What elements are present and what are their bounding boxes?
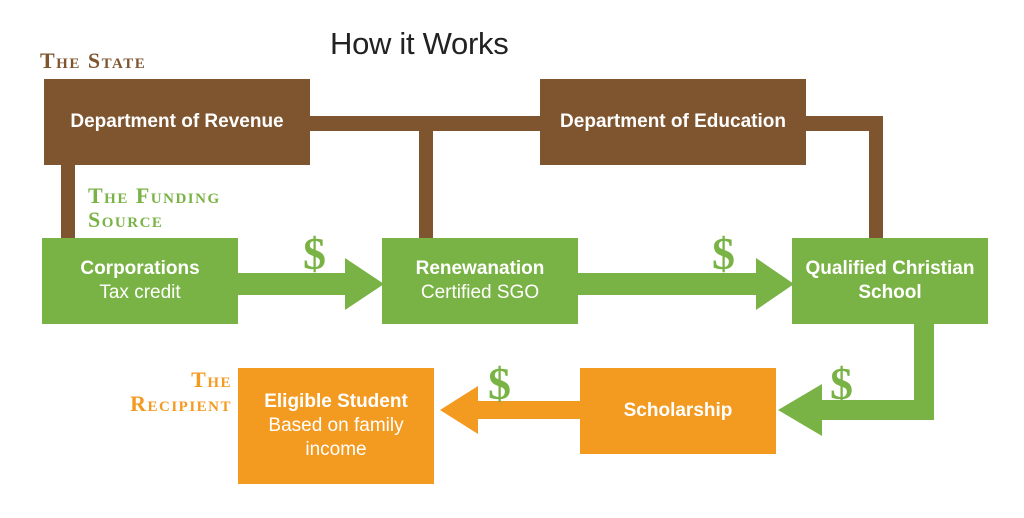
box-label: Eligible Student bbox=[264, 391, 408, 412]
dollar-icon: $ bbox=[712, 228, 735, 279]
section-label-recipient: The Recipient bbox=[130, 367, 232, 416]
section-label-funding-source: The Funding Source bbox=[88, 183, 221, 232]
box-corporations: Corporations Tax credit bbox=[42, 238, 238, 324]
arrow-scholarship-to-student bbox=[440, 386, 582, 434]
box-sublabel: Tax credit bbox=[99, 282, 181, 303]
arrow-school-to-scholarship bbox=[778, 322, 934, 436]
box-label: Renewanation bbox=[415, 258, 545, 279]
dollar-icon: $ bbox=[303, 228, 326, 279]
box-sublabel: Based on family income bbox=[268, 415, 404, 460]
box-scholarship: Scholarship bbox=[580, 368, 776, 454]
connector-education-right bbox=[803, 116, 883, 131]
box-sublabel: Certified SGO bbox=[420, 282, 540, 303]
box-label: Department of Revenue bbox=[70, 111, 284, 132]
box-eligible-student: Eligible Student Based on family income bbox=[238, 368, 434, 484]
dollar-icon: $ bbox=[488, 358, 511, 409]
page-title: How it Works bbox=[330, 26, 509, 61]
section-label-state: The State bbox=[40, 48, 147, 73]
box-department-of-revenue: Department of Revenue bbox=[44, 79, 310, 165]
connector-revenue-to-corporations bbox=[61, 160, 75, 240]
dollar-icon: $ bbox=[830, 358, 853, 409]
connector-to-school bbox=[869, 116, 883, 240]
arrow-renewanation-to-school bbox=[576, 258, 794, 310]
box-department-of-education: Department of Education bbox=[540, 79, 806, 165]
connector-to-renewanation bbox=[419, 123, 433, 240]
arrow-corporations-to-renewanation bbox=[236, 258, 384, 310]
box-label: Corporations bbox=[80, 258, 200, 279]
box-qualified-christian-school: Qualified Christian School bbox=[792, 238, 988, 324]
box-renewanation: Renewanation Certified SGO bbox=[382, 238, 578, 324]
box-label: Department of Education bbox=[560, 111, 786, 132]
box-label: Scholarship bbox=[623, 400, 733, 421]
box-label: Qualified Christian School bbox=[805, 258, 975, 303]
